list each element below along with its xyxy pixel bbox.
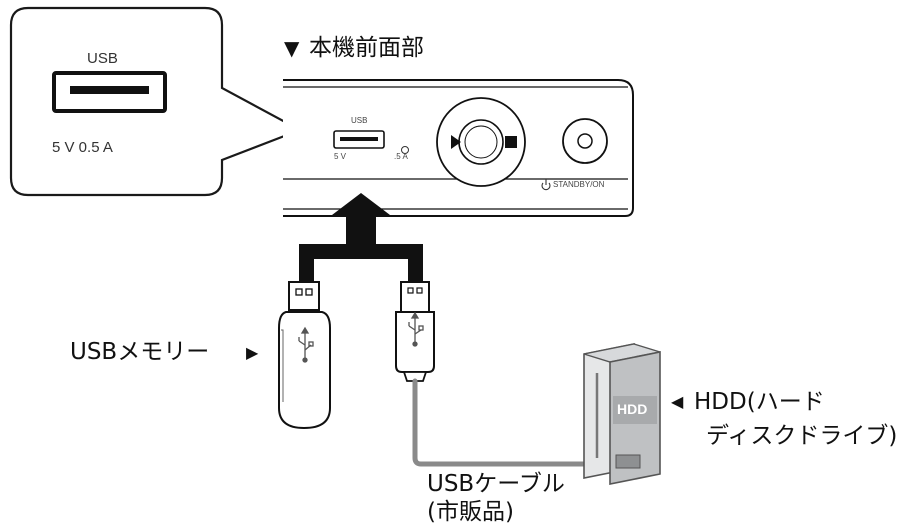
stop-icon [505, 136, 517, 148]
panel-usb-label: USB [351, 116, 368, 125]
usb-cable-plug [395, 281, 435, 382]
hdd-pointer-icon: ◀ [671, 392, 684, 411]
callout-rating-label: 5 V 0.5 A [52, 139, 113, 156]
panel-usb-current: .5 A [394, 152, 408, 161]
usb-memory-label: USBメモリー [70, 339, 210, 365]
panel-title-marker: ▼ [284, 36, 300, 60]
connection-arrow [299, 193, 423, 282]
hdd-badge: HDD [617, 401, 648, 417]
callout-usb-label: USB [87, 50, 118, 67]
panel-usb-slot [340, 137, 378, 141]
power-icon [541, 179, 551, 191]
standby-label: STANDBY/ON [553, 180, 605, 189]
play-icon [451, 135, 461, 149]
cable-label-line1: USBケーブル [427, 471, 565, 497]
cable-label-line2: (市販品) [427, 499, 514, 525]
usb-memory-pointer-icon: ▶ [246, 343, 259, 362]
standby-button-center [577, 133, 593, 149]
usb-memory-stick [278, 281, 331, 430]
usb-cable [412, 378, 607, 467]
hdd-device [583, 343, 661, 485]
panel-led [401, 146, 409, 154]
control-ring-center [464, 125, 498, 159]
panel-title: 本機前面部 [309, 35, 424, 61]
hdd-label-line1: HDD(ハード [694, 389, 825, 415]
hdd-label-line2: ディスクドライブ) [706, 423, 898, 449]
callout-usb-slot [70, 86, 149, 94]
panel-usb-rating: 5 V [334, 152, 347, 161]
